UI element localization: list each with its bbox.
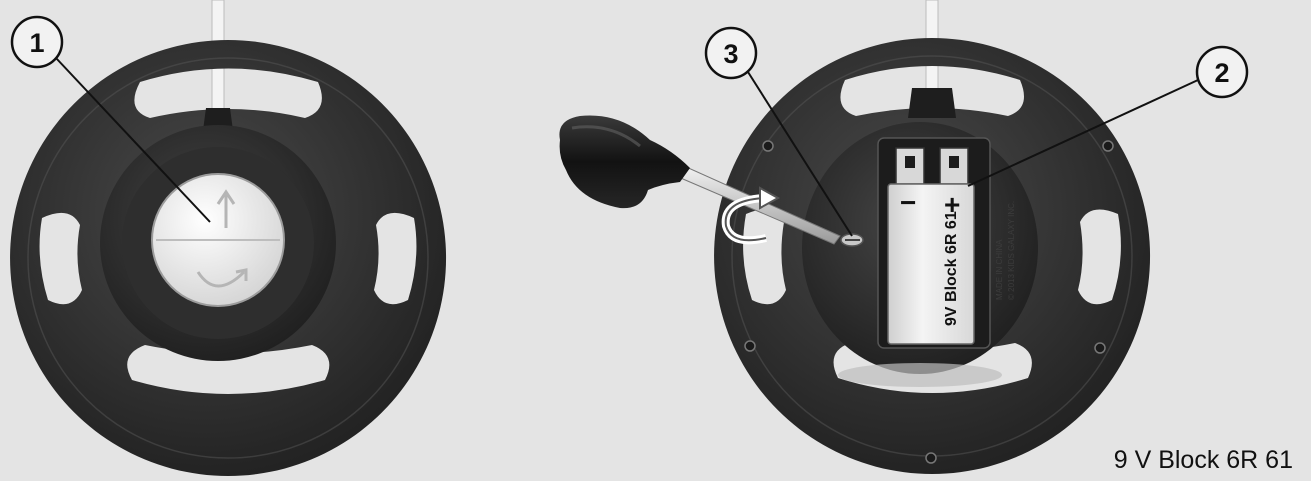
battery-minus-sign: − <box>900 187 916 218</box>
battery-plus-sign: + <box>944 189 960 220</box>
steering-wheel-back: MADE IN CHINA © 2013 KIDS GALAXY INC. − … <box>714 0 1151 474</box>
steering-wheel-front <box>10 0 447 476</box>
up-arrow-icon <box>216 189 236 228</box>
case-print-line1: MADE IN CHINA <box>995 239 1004 300</box>
rotate-arrow-icon <box>721 186 781 245</box>
screwdriver-handle <box>559 115 690 209</box>
battery-label: 9V Block 6R 61 <box>943 211 960 326</box>
callout-1: 1 <box>10 15 211 223</box>
curved-arrow-icon <box>196 268 248 288</box>
callout-3-number: 3 <box>723 39 738 69</box>
case-print-line2: © 2013 KIDS GALAXY INC. <box>1007 201 1016 300</box>
battery-9v: − + 9V Block 6R 61 <box>887 183 975 345</box>
rim-screws <box>744 140 1114 464</box>
battery-snap-terminals <box>895 147 969 185</box>
callout-2-number: 2 <box>1214 58 1229 88</box>
screwdriver <box>559 115 841 245</box>
cable-grommet <box>908 88 956 118</box>
callout-3: 3 <box>704 26 853 237</box>
callout-2: 2 <box>967 45 1249 187</box>
battery-type-caption: 9 V Block 6R 61 <box>1113 446 1293 474</box>
callout-1-number: 1 <box>29 28 44 58</box>
